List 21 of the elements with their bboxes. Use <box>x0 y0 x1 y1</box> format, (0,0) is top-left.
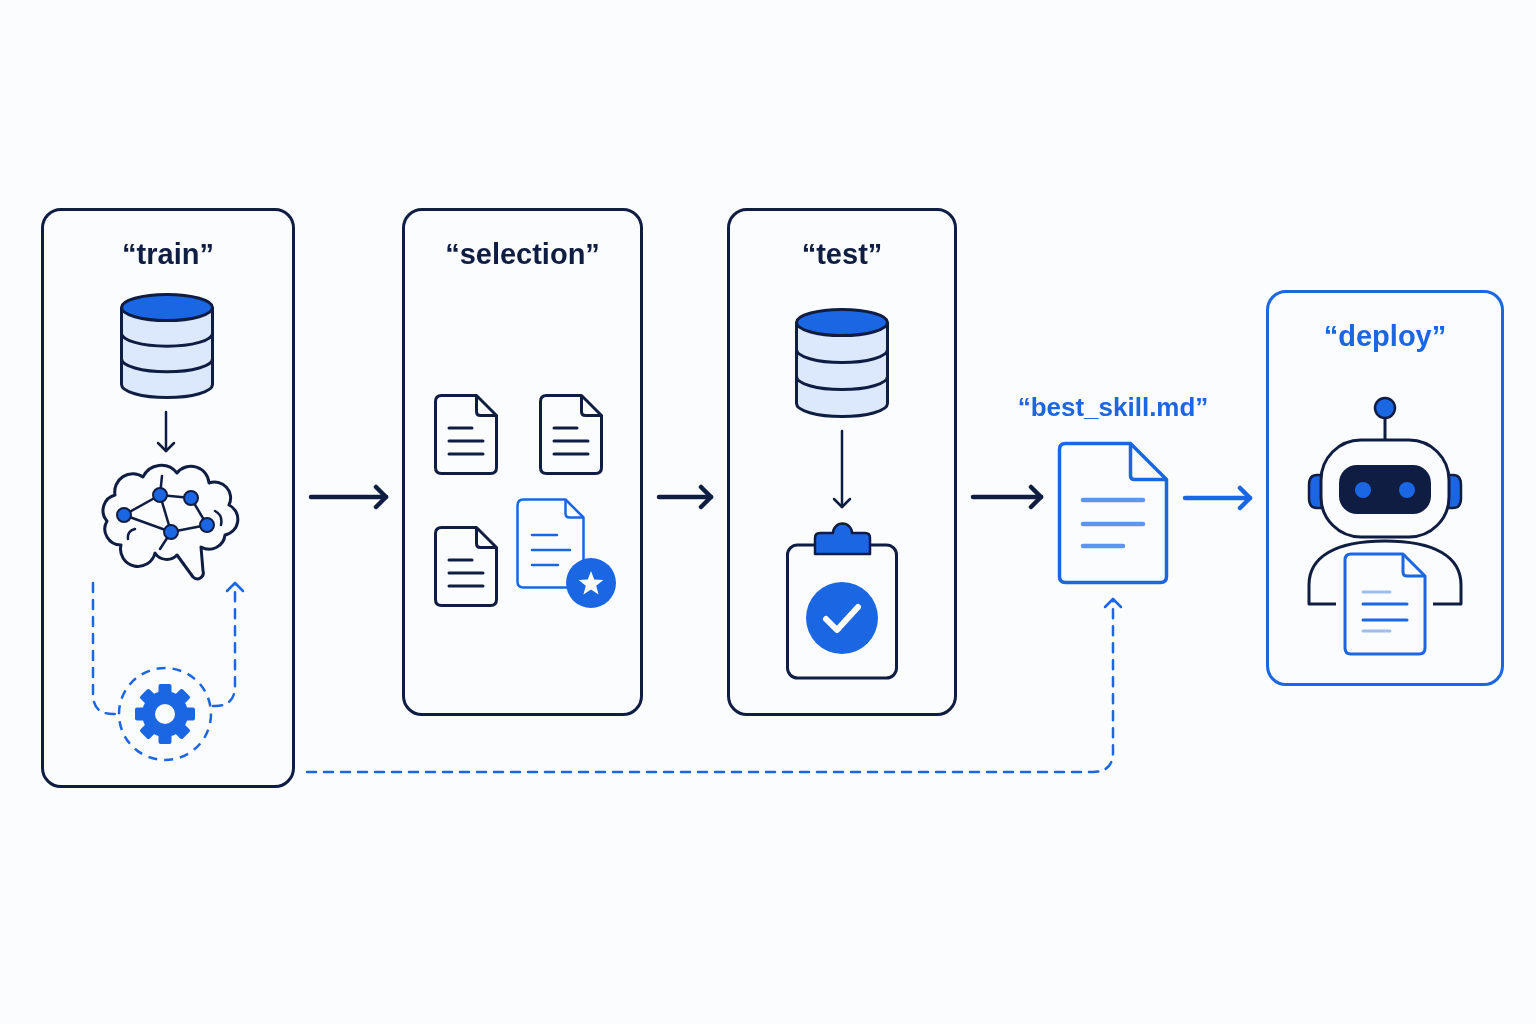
database-icon <box>119 292 215 400</box>
clipboard-check-icon <box>785 519 899 681</box>
arrow <box>656 484 714 510</box>
arrow <box>308 484 389 510</box>
database-icon <box>794 307 890 419</box>
arrow <box>832 429 852 509</box>
stage-title: “selection” <box>445 238 600 270</box>
stage-panel <box>727 208 957 716</box>
stage-panel <box>1266 290 1504 686</box>
arrow <box>970 484 1044 510</box>
dashed-line <box>91 581 119 716</box>
stage-panel <box>41 208 295 788</box>
stage-panel <box>402 208 643 716</box>
dashed-arrow <box>305 597 1123 774</box>
stage-title: “train” <box>122 238 214 270</box>
stage-title: “deploy” <box>1323 320 1447 352</box>
arrow <box>1182 485 1253 511</box>
file-name-label: “best_skill.md” <box>1017 392 1209 422</box>
arrow <box>156 410 176 453</box>
gear-icon <box>117 666 213 762</box>
stage-title: “test” <box>801 238 883 270</box>
